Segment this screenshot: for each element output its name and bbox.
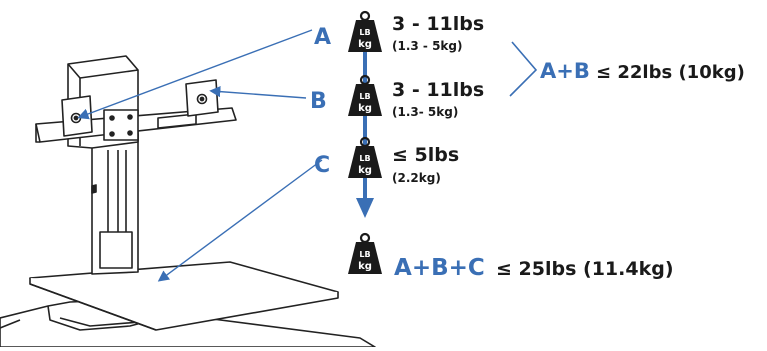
weight-unit-lb: LB <box>359 92 370 101</box>
less-equal-sign: ≤ <box>392 144 408 166</box>
weight-b-main: 3 - 11lbs <box>392 79 484 101</box>
weight-icon-c: LB kg <box>346 136 384 180</box>
total-abc-amount: 25lbs (11.4kg) <box>512 258 674 280</box>
total-abc-b: B <box>431 255 449 281</box>
down-arrow-icon <box>356 198 374 218</box>
total-ab-value: ≤ 22lbs (10kg) <box>596 62 745 83</box>
weight-unit-lb: LB <box>359 250 370 259</box>
weight-c-value: 5lbs <box>408 144 459 166</box>
total-abc: A+B+C <box>394 255 485 281</box>
weight-c-sub: (2.2kg) <box>392 171 441 185</box>
weight-a-main: 3 - 11lbs <box>392 13 484 35</box>
weight-icon-b: LB kg <box>346 74 384 118</box>
callout-label-a: A <box>314 25 331 50</box>
bracket-ab <box>509 41 538 97</box>
workstation-illustration <box>0 55 376 348</box>
total-ab: A+B <box>540 59 590 83</box>
weight-chain <box>356 40 374 218</box>
total-ab-amount: 22lbs (10kg) <box>611 62 745 83</box>
total-abc-c: C <box>468 255 485 281</box>
callout-label-c: C <box>314 153 330 178</box>
pointer-b <box>209 86 307 99</box>
less-equal-sign: ≤ <box>596 62 611 83</box>
weight-unit-kg: kg <box>358 103 372 114</box>
pointer-a <box>77 29 313 120</box>
weight-b-sub: (1.3- 5kg) <box>392 105 458 119</box>
weight-unit-kg: kg <box>358 261 372 272</box>
total-ab-a: A <box>540 59 557 83</box>
weight-unit-lb: LB <box>359 154 370 163</box>
total-abc-plus: + <box>449 255 468 281</box>
weight-icon-total: LB kg <box>346 232 384 276</box>
callout-label-b: B <box>310 89 327 114</box>
weight-unit-kg: kg <box>358 165 372 176</box>
pointer-c <box>157 159 323 282</box>
total-abc-value: ≤ 25lbs (11.4kg) <box>496 258 674 280</box>
weight-a-sub: (1.3 - 5kg) <box>392 39 462 53</box>
total-abc-a: A <box>394 255 412 281</box>
weight-unit-kg: kg <box>358 39 372 50</box>
total-abc-plus: + <box>412 255 431 281</box>
less-equal-sign: ≤ <box>496 258 512 280</box>
total-ab-b: B <box>574 59 590 83</box>
callout-pointers <box>77 29 323 282</box>
weight-unit-lb: LB <box>359 28 370 37</box>
total-ab-plus: + <box>556 59 574 83</box>
weight-c-main: ≤ 5lbs <box>392 144 459 166</box>
weight-icon-a: LB kg <box>346 10 384 54</box>
